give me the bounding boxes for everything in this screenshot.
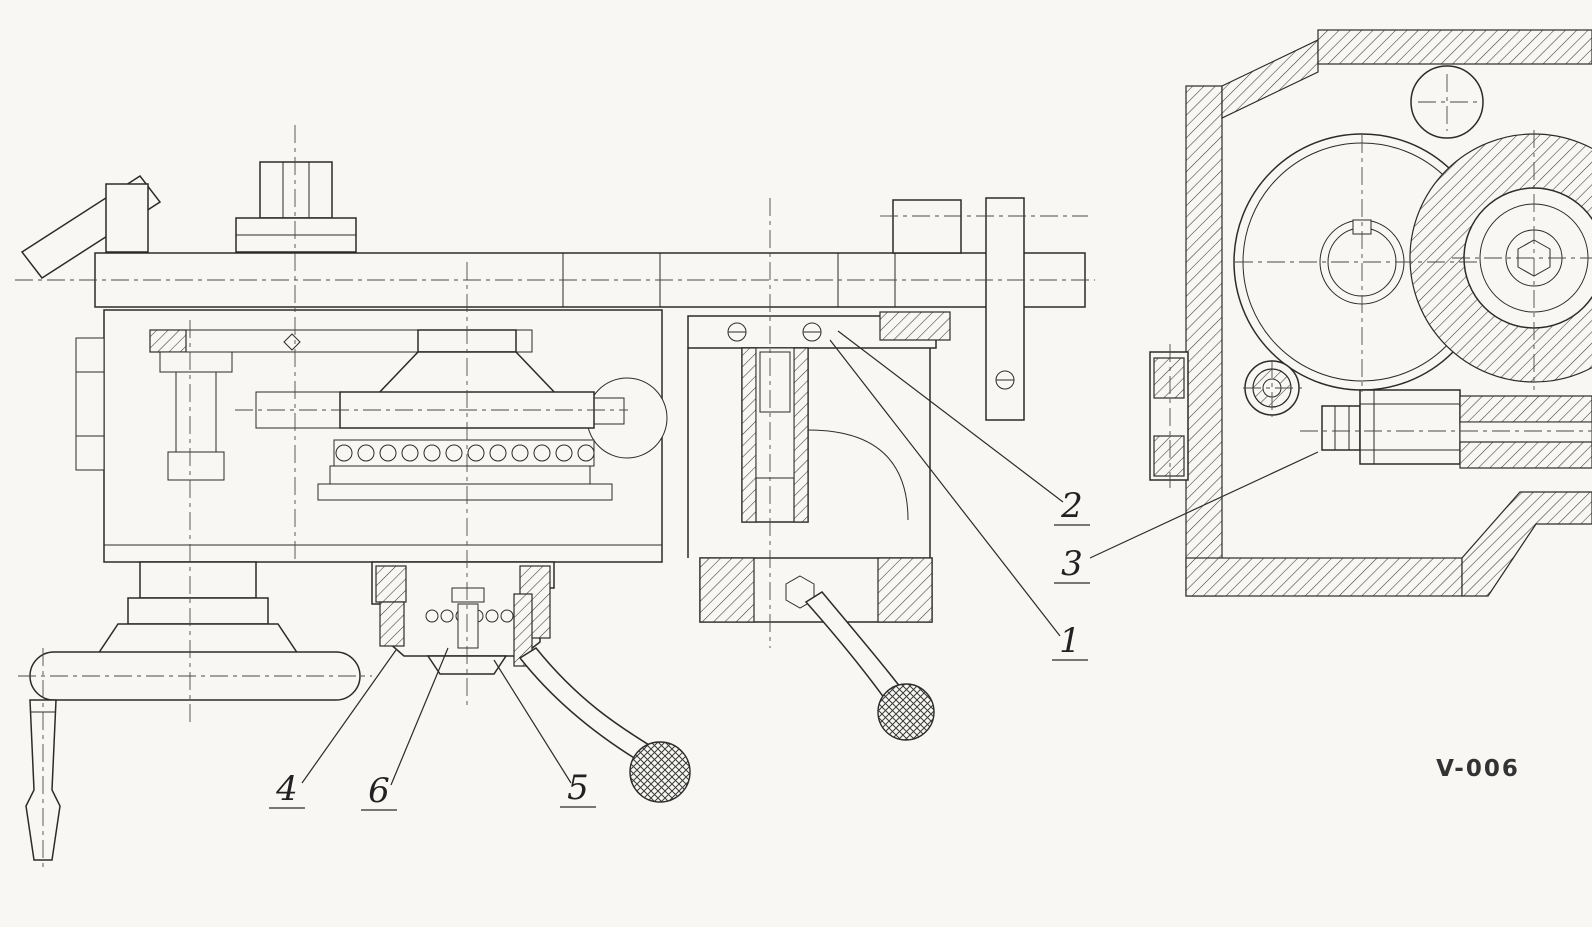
- leader-line-6: [390, 647, 449, 786]
- cap-screw: [235, 161, 357, 253]
- figure-code: V-006: [1436, 756, 1520, 782]
- callout-5-label: 5: [567, 768, 589, 808]
- ball-knob-right: [877, 683, 935, 741]
- side-flange: [1149, 351, 1189, 481]
- callout-1-label: 1: [1059, 621, 1081, 661]
- support-bracket: [687, 311, 951, 623]
- bolt-diamond: [283, 333, 301, 351]
- adjuster-shaft: [1321, 389, 1592, 469]
- hand-crank: [25, 651, 361, 861]
- callout-3-label: 3: [1061, 544, 1083, 584]
- callout-2-label: 2: [1060, 486, 1083, 526]
- callout-5: 5: [560, 768, 596, 808]
- callout-leader-lines: [301, 330, 1319, 786]
- callout-4-label: 4: [275, 769, 298, 809]
- bell-housing: [371, 561, 555, 675]
- leader-line-3: [1089, 451, 1319, 559]
- ball-knob-front: [629, 741, 691, 803]
- left-section-view: [20, 161, 1086, 861]
- bore-top: [1410, 65, 1484, 139]
- leader-line-4: [301, 649, 397, 784]
- end-plate: [892, 197, 1025, 421]
- pedestal: [96, 561, 300, 655]
- base-nut: [785, 575, 815, 609]
- callout-1: 1: [1052, 621, 1088, 661]
- callout-2: 2: [1054, 486, 1090, 526]
- callout-6: 6: [361, 771, 397, 811]
- leader-line-2: [837, 330, 1064, 503]
- bushing-small: [1244, 360, 1300, 416]
- callout-3: 3: [1054, 544, 1090, 584]
- callouts: 1 2 3 4 5 6: [269, 486, 1090, 811]
- centerlines: [15, 74, 1592, 872]
- clamp-lever-right: [804, 591, 935, 741]
- bell-nut: [426, 655, 508, 675]
- ball-bearing-row: [317, 439, 613, 501]
- gear-housing: [75, 309, 668, 563]
- left-flange: [75, 337, 105, 471]
- leader-line-5: [493, 659, 572, 784]
- clamp-lever-front: [513, 593, 691, 803]
- callout-4: 4: [269, 769, 305, 809]
- leader-line-1: [829, 339, 1061, 637]
- right-section-view: [1149, 29, 1592, 597]
- top-left-lever: [20, 174, 162, 280]
- callout-6-label: 6: [368, 771, 390, 811]
